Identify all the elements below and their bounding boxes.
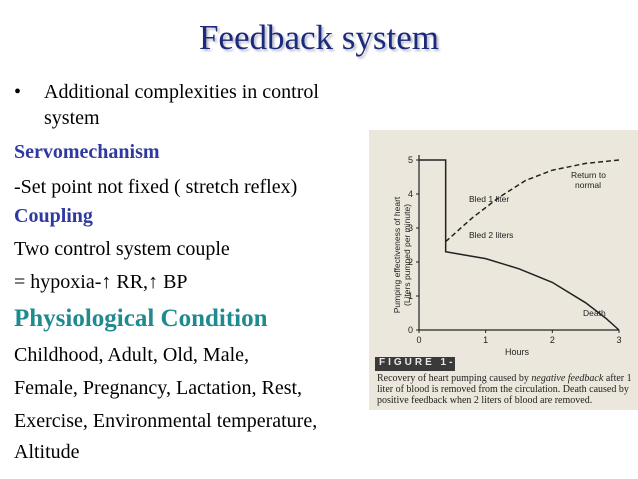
annotation-return-to: Return to — [571, 170, 606, 180]
coupling-equation: = hypoxia-↑ RR,↑ BP — [14, 271, 188, 294]
annotation-bled-2-liters: Bled 2 liters — [469, 230, 513, 240]
coupling-eq-prefix: = hypoxia- — [14, 271, 102, 293]
annotation-death: Death — [583, 308, 606, 318]
coupling-eq-bp: BP — [163, 271, 188, 293]
y-axis-label-1: Pumping effectiveness of heart — [392, 196, 402, 313]
coupling-text: Two control system couple — [14, 238, 230, 260]
y-tick-label: 2 — [408, 257, 413, 267]
up-arrow-icon: ↑ — [148, 271, 159, 293]
x-tick-label: 3 — [616, 335, 621, 345]
x-axis-label: Hours — [505, 347, 530, 357]
servomechanism-text: -Set point not fixed ( stretch reflex) — [14, 176, 298, 198]
x-tick-label: 0 — [416, 335, 421, 345]
annotation-normal: normal — [575, 180, 601, 190]
y-tick-label: 5 — [408, 155, 413, 165]
physio-line-3: Exercise, Environmental temperature, — [14, 410, 318, 432]
bullet-line-2: system — [44, 107, 100, 129]
y-tick-label: 3 — [408, 223, 413, 233]
figure-chart: 0 1 2 3 4 5 0 1 2 3 Pumping effectiveness of hear… — [392, 155, 622, 357]
physiological-heading: Physiological Condition — [14, 305, 268, 332]
servomechanism-heading: Servomechanism — [14, 141, 160, 163]
figure-caption: Recovery of heart pumping caused by nega… — [377, 373, 632, 406]
figure-label-bar — [375, 357, 455, 371]
y-tick-label: 1 — [408, 291, 413, 301]
physio-line-2: Female, Pregnancy, Lactation, Rest, — [14, 377, 303, 399]
coupling-eq-rr: RR, — [116, 271, 149, 293]
physio-line-1: Childhood, Adult, Old, Male, — [14, 344, 249, 366]
y-axis-label-2: (Liters pumped per minute) — [402, 204, 412, 306]
x-tick-label: 1 — [483, 335, 488, 345]
up-arrow-icon: ↑ — [101, 271, 112, 293]
physio-line-4: Altitude — [14, 441, 80, 463]
y-tick-label: 0 — [408, 325, 413, 335]
page-title: Feedback system — [198, 18, 440, 57]
bullet-line-1: Additional complexities in control — [44, 81, 319, 103]
figure-scan: 0 1 2 3 4 5 0 1 2 3 Pumping effectiveness of hear… — [369, 130, 638, 410]
y-tick-label: 4 — [408, 189, 413, 199]
annotation-bled-1-liter: Bled 1 liter — [469, 194, 509, 204]
x-tick-label: 2 — [550, 335, 555, 345]
figure-label: FIGURE 1-3 — [379, 357, 465, 368]
coupling-heading: Coupling — [14, 205, 93, 227]
bullet-dot: • — [14, 81, 22, 103]
series-line-1 — [445, 159, 620, 243]
series-line-2 — [419, 159, 620, 331]
